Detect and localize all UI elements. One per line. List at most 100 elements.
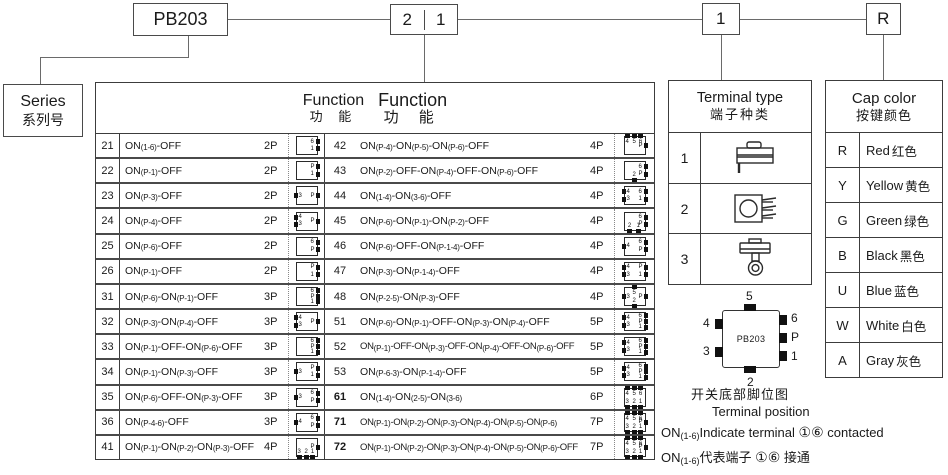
function-code: 72 <box>333 441 347 454</box>
cap-color-code: A <box>826 343 860 377</box>
chip-pin-right-3 <box>779 351 787 361</box>
terminal-pin <box>643 214 648 220</box>
terminal-pin <box>621 315 626 321</box>
connector-line <box>188 36 189 57</box>
terminal-pin <box>625 435 630 440</box>
terminal-pin <box>638 410 644 415</box>
terminal-pin-label: P <box>638 343 643 350</box>
function-label: ON(P-3)-OFF <box>125 189 183 202</box>
terminal-pin <box>632 435 637 440</box>
function-label: ON(1-4)-ON(2-5)-ON(3-6) <box>360 391 462 404</box>
terminal-pin <box>293 394 298 400</box>
pole-count: 3P <box>264 365 278 378</box>
terminal-pin-label: 4 <box>298 419 302 426</box>
terminal-pin-label: 1 <box>310 448 315 455</box>
function-label: ON(P-6)-ON(P-1)-OFF <box>125 290 219 303</box>
terminal-pin <box>315 288 320 294</box>
terminal-pin <box>638 404 644 409</box>
terminal-pin-label: 1 <box>310 349 314 356</box>
pole-count: 6P <box>590 391 604 404</box>
pole-count: 5P <box>590 340 604 353</box>
terminal-pin <box>643 313 648 319</box>
terminal-pin-label: 3 <box>625 398 629 405</box>
terminal-pin <box>315 272 320 278</box>
connector-line <box>721 35 722 80</box>
pin-label-5: 5 <box>746 289 753 303</box>
terminal-pin <box>315 139 320 145</box>
terminal-pin-label: P <box>638 246 643 253</box>
cap-color-name-en: White <box>866 317 900 333</box>
terminal-pin-label: 4 <box>626 339 630 346</box>
terminal-pin-label: 6 <box>310 390 314 397</box>
function-code: 48 <box>333 290 347 303</box>
terminal-pin-label: 4 <box>626 243 630 250</box>
terminal-pin <box>643 143 648 149</box>
terminal-pin <box>643 319 648 325</box>
terminal-type-row: 1 <box>669 133 811 184</box>
pin-label-4: 4 <box>703 316 710 330</box>
terminal-pin-label: P <box>638 444 643 451</box>
terminal-pin-label: 4 <box>626 365 630 372</box>
terminal-pin-label: 5 <box>632 415 636 422</box>
connector-line <box>458 19 702 20</box>
terminal-pin-label: 1 <box>638 398 643 405</box>
function-label: ON(P-4-6)-OFF <box>125 416 189 429</box>
terminal-pin-label: P <box>310 444 315 451</box>
terminal-pin-label: 2 <box>632 172 636 179</box>
circled-1: ① <box>798 424 812 440</box>
function-code: 53 <box>333 365 347 378</box>
pole-count: 4P <box>590 240 604 253</box>
cap-color-name-zh: 黑色 <box>899 249 925 264</box>
terminal-pin-label: P <box>638 419 643 426</box>
terminal-pin <box>632 285 637 290</box>
terminal-pin <box>632 410 637 415</box>
terminal-pin <box>315 338 320 344</box>
terminal-type-code: 3 <box>669 234 701 285</box>
pole-count: 4P <box>590 290 604 303</box>
function-code: 46 <box>333 240 347 253</box>
terminal-pin <box>315 423 320 429</box>
terminal-pin-label: 4 <box>298 214 302 221</box>
pole-count: 4P <box>264 441 278 454</box>
function-code-digit-2: 1 <box>423 9 458 30</box>
terminal-pin <box>625 410 630 415</box>
terminal-pin-label: 6 <box>638 363 642 370</box>
terminal-pin <box>315 193 320 199</box>
terminal-pin-label: 3 <box>626 196 630 203</box>
chip-pin-left-2 <box>715 347 723 357</box>
terminal-pin <box>297 454 302 459</box>
chip-pin-left-1 <box>715 319 723 329</box>
circled-6: ⑥ <box>767 449 781 465</box>
function-table-header: Function 功 能 Function 功 能 <box>96 83 654 134</box>
terminal-pin <box>632 404 637 409</box>
terminal-pin <box>293 369 298 375</box>
terminal-pin <box>643 324 648 330</box>
terminal-pin <box>293 419 298 425</box>
terminal-pin-label: 3 <box>297 448 301 455</box>
series-code-text: PB203 <box>153 9 208 29</box>
